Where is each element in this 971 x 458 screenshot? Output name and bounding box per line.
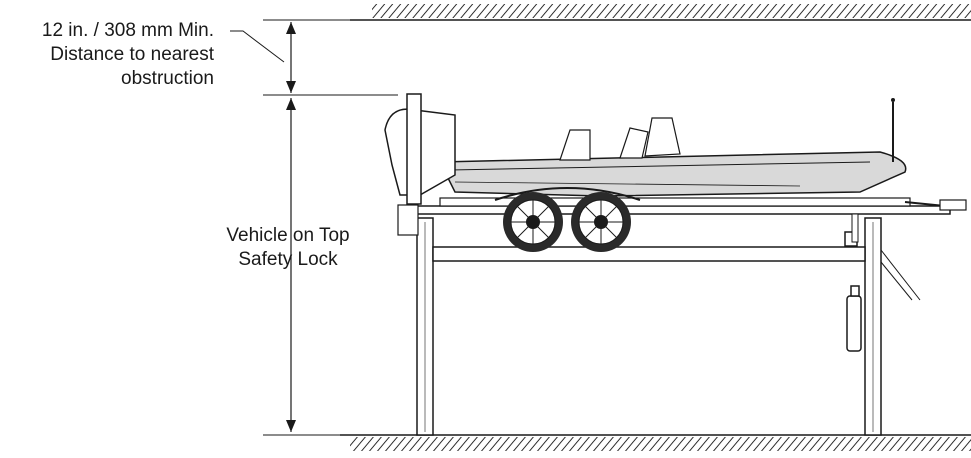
clearance-label: 12 in. / 308 mm Min. Distance to nearest… xyxy=(0,19,214,91)
shallow-water-anchor xyxy=(406,93,422,205)
clearance-label-line-2: Distance to nearest xyxy=(50,44,214,65)
ceiling xyxy=(350,4,971,21)
floor xyxy=(340,434,971,451)
boat-on-trailer xyxy=(384,93,967,252)
power-unit xyxy=(846,295,862,352)
boat-seat-front xyxy=(619,127,649,159)
vehicle-label-line-1: Vehicle on Top xyxy=(226,225,350,246)
power-unit-cap xyxy=(850,285,860,297)
trailer-wheel-front xyxy=(571,192,631,252)
clearance-label-line-3: obstruction xyxy=(121,68,214,89)
vehicle-label-line-2: Safety Lock xyxy=(238,249,338,270)
trailer-hitch xyxy=(939,199,967,211)
trailer-fender xyxy=(494,187,641,201)
clearance-label-line-1: 12 in. / 308 mm Min. xyxy=(41,20,214,41)
vehicle-height-dimension xyxy=(263,98,340,436)
motor-lower-unit xyxy=(397,204,419,236)
clearance-dimension xyxy=(230,19,398,96)
trailer-wheel-rear xyxy=(503,192,563,252)
vehicle-label: Vehicle on Top Safety Lock xyxy=(200,224,376,272)
lift-runway xyxy=(404,205,951,215)
lift-structure xyxy=(404,205,951,436)
lift-crossbeam xyxy=(432,246,866,262)
boat-seat xyxy=(559,129,591,161)
boat-console xyxy=(644,117,681,157)
boat-hull xyxy=(438,151,907,197)
